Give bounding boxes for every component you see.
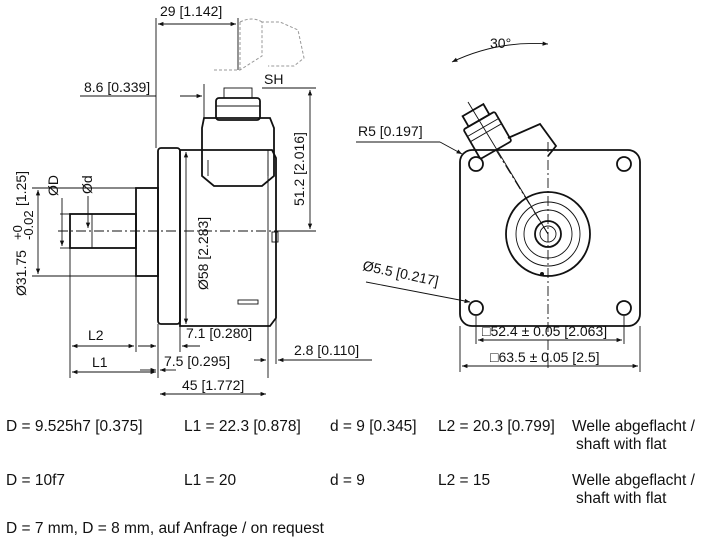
spec-row2-shaft-de: Welle abgeflacht /: [572, 472, 695, 489]
dim-r5: R5 [0.197]: [358, 123, 423, 139]
spec-row1-shaft-en: shaft with flat: [576, 436, 667, 453]
marker-dot: [540, 272, 544, 276]
dim-29: 29 [1.142]: [160, 3, 222, 19]
angle-arc: [451, 41, 549, 63]
connector-body: [201, 117, 275, 187]
dim-d: Ød: [79, 175, 95, 194]
dim-L2: L2: [88, 327, 104, 343]
spec-note: D = 7 mm, D = 8 mm, auf Anfrage / on req…: [6, 520, 324, 537]
dim-512: 51.2 [2.016]: [291, 132, 307, 206]
dim-28: 2.8 [0.110]: [294, 342, 359, 358]
dim-45: 45 [1.772]: [182, 377, 244, 393]
spec-row2-D: D = 10f7: [6, 472, 66, 489]
housing-detail: [271, 231, 279, 243]
side-view: [32, 18, 372, 397]
mount-hole: [616, 300, 632, 316]
label-sh: SH: [264, 71, 283, 87]
angle-centerline: [495, 149, 549, 235]
connector-housing: [507, 122, 558, 157]
connector-nut: [215, 97, 261, 121]
pilot-hub: [135, 187, 159, 277]
spec-row2-shaft-en: shaft with flat: [576, 490, 667, 507]
spec-row1-d: d = 9 [0.345]: [330, 418, 417, 435]
mount-hole: [468, 300, 484, 316]
dim-3175-inch: [1.25]: [13, 171, 29, 206]
connector-detail: [207, 160, 269, 176]
front-view: [356, 41, 641, 372]
dim-D: ØD: [45, 175, 61, 196]
label-mark: [237, 299, 259, 305]
spec-row1-L2: L2 = 20.3 [0.799]: [438, 418, 555, 435]
dim-524: □52.4 ± 0.05 [2.063]: [482, 323, 607, 339]
dim-635: □63.5 ± 0.05 [2.5]: [490, 349, 600, 365]
connector-top: [223, 87, 253, 99]
dim-71: 7.1 [0.280]: [186, 325, 252, 341]
dim-3175-tol-up: +0: [10, 225, 25, 240]
flange: [157, 147, 181, 325]
angle-line-30: [467, 101, 549, 235]
dim-58: Ø58 [2.283]: [195, 217, 211, 290]
mount-hole: [616, 156, 632, 172]
spec-row1-D: D = 9.525h7 [0.375]: [6, 418, 143, 435]
spec-row2-d: d = 9: [330, 472, 365, 489]
square-flange: [459, 149, 641, 327]
dim-86: 8.6 [0.339]: [84, 79, 150, 95]
dim-3175-tol-dn: -0.02: [21, 210, 36, 240]
sh-cable-outline-2: [239, 18, 263, 70]
dim-L1: L1: [92, 354, 108, 370]
technical-drawing: 29 [1.142] SH 8.6 [0.339] 51.2 [2.016] Ø…: [10, 3, 641, 397]
leader-r5b: [439, 141, 463, 155]
mount-hole: [468, 156, 484, 172]
dim-angle-30: 30°: [490, 35, 511, 51]
dim-75: 7.5 [0.295]: [164, 353, 230, 369]
spec-row2-L2: L2 = 15: [438, 472, 491, 489]
spec-row1-L1: L1 = 22.3 [0.878]: [184, 418, 301, 435]
spec-row1-shaft-de: Welle abgeflacht /: [572, 418, 695, 435]
dim-55: Ø5.5 [0.217]: [361, 257, 440, 289]
leader-55: [365, 281, 471, 304]
sh-cable-outline: [214, 21, 305, 71]
spec-row2-L1: L1 = 20: [184, 472, 237, 489]
dim-3175: Ø31.75: [13, 250, 29, 296]
